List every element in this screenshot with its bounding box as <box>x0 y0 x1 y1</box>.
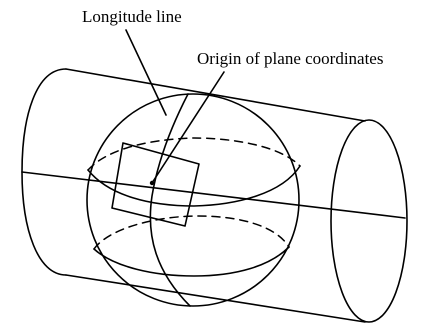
cylinder-top-edge <box>65 68 366 122</box>
upper-latitude-front <box>87 165 301 207</box>
sphere <box>86 93 300 307</box>
tangent-plane <box>111 142 200 227</box>
cylinder-bottom-edge <box>65 274 366 323</box>
longitude-meridian <box>149 93 191 307</box>
cylinder-right-end <box>330 119 408 323</box>
longitude-line-label: Longitude line <box>82 7 182 26</box>
origin-point <box>149 180 155 186</box>
lower-latitude-back-dashed <box>93 215 290 250</box>
origin-label: Origin of plane coordinates <box>197 49 383 68</box>
lower-latitude-front <box>93 246 290 277</box>
longitude-leader-line <box>125 29 167 116</box>
cylinder-center-line <box>21 171 406 219</box>
origin-leader-line <box>151 71 225 184</box>
upper-latitude-back-dashed <box>87 137 301 171</box>
